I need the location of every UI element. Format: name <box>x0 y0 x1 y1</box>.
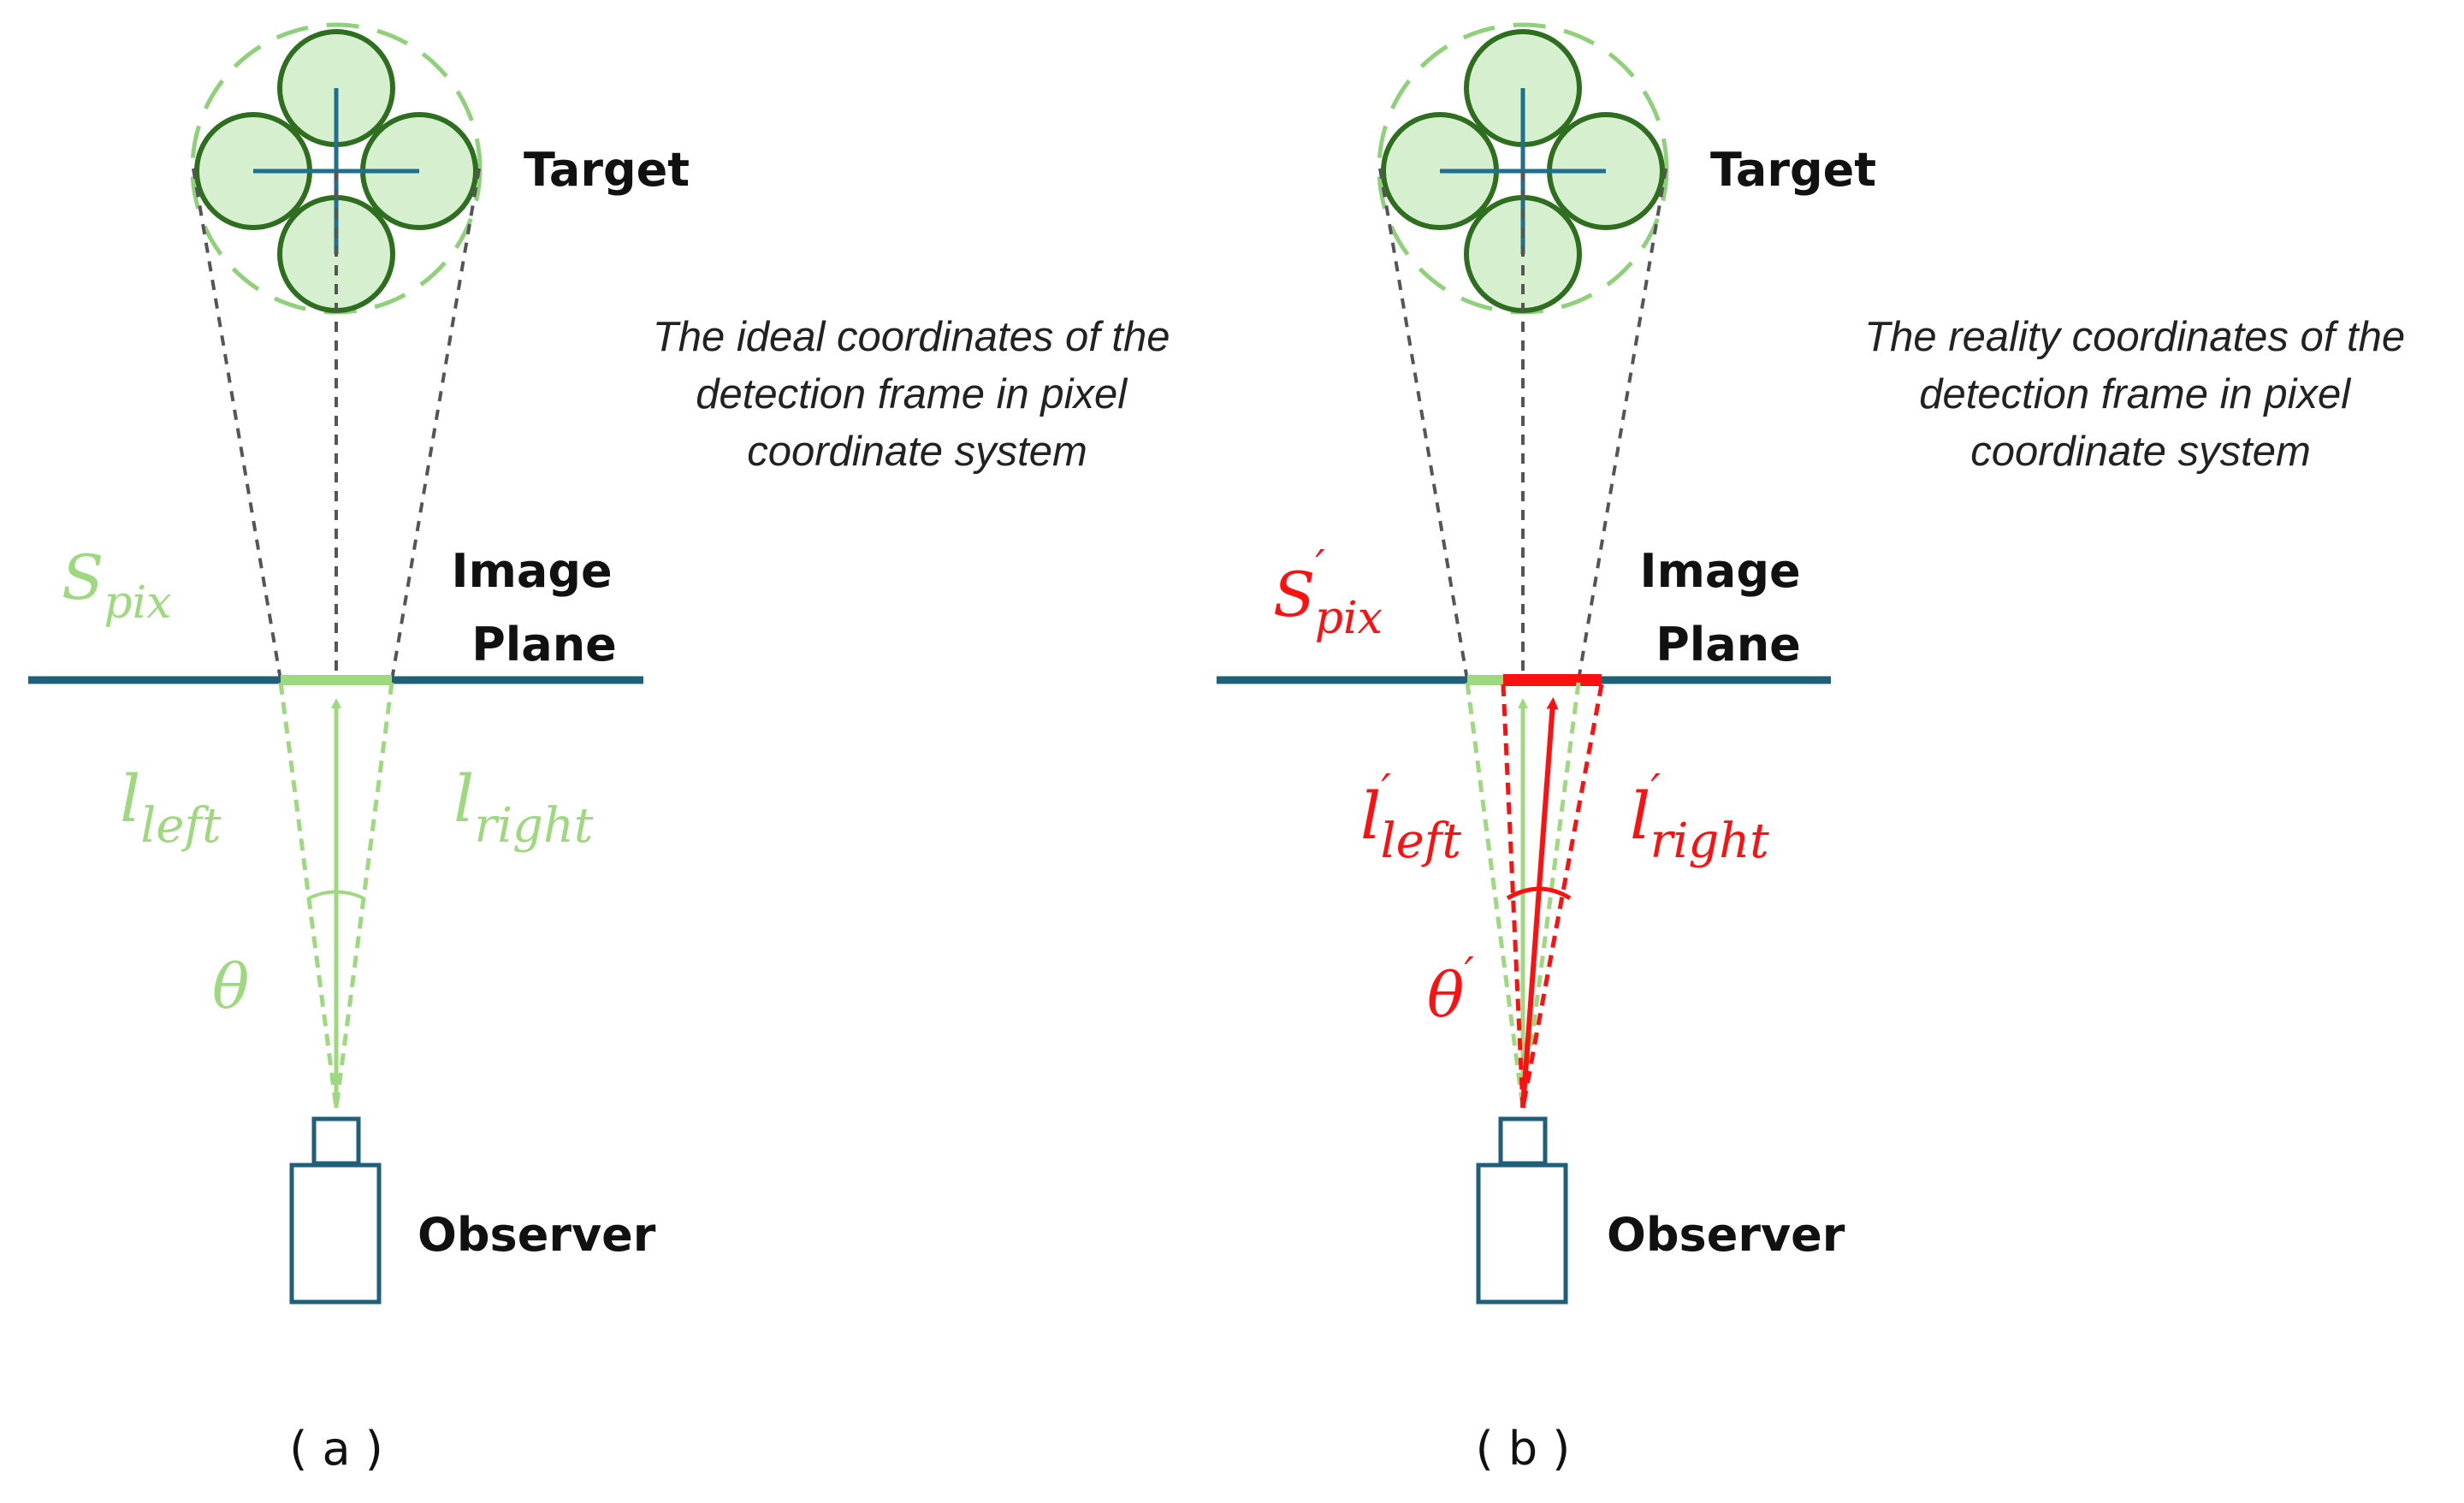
l-left-base: l <box>1360 778 1381 854</box>
l-right-prime: ′ <box>1650 765 1661 814</box>
l-left-sub: left <box>1381 814 1462 869</box>
panel-label: ( b ) <box>1476 1422 1571 1476</box>
l-right-base: l <box>453 760 474 837</box>
l-left-label: lleft <box>120 760 222 854</box>
camera-lens <box>1498 1116 1548 1166</box>
l-right-label: l′right <box>1630 765 1769 869</box>
camera-icon <box>1476 1116 1568 1305</box>
plane-label: Image Plane <box>452 544 629 672</box>
theta-label: θ <box>212 950 249 1022</box>
plane-label-line-1: Image <box>452 544 613 598</box>
observer-label: Observer <box>1607 1208 1845 1262</box>
caption: The reality coordinates of the detection… <box>1864 314 2417 475</box>
plane-label: Image Plane <box>1640 544 1817 672</box>
theta-base: θ <box>1427 959 1464 1031</box>
l-left-base: l <box>120 760 140 837</box>
s-pix-sub: pix <box>104 577 171 629</box>
theta-prime: ′ <box>1464 948 1474 997</box>
s-pix-label: S′pix <box>1273 541 1383 644</box>
s-pix-prime: ′ <box>1315 541 1325 590</box>
ray-center-reality-arrow <box>1520 697 1559 1109</box>
plane-label-line-1: Image <box>1640 544 1801 598</box>
panel-a: Target The ideal coordinates of the dete… <box>28 22 1182 1476</box>
plane-label-line-2: Plane <box>1656 618 1801 672</box>
ray-right-reality <box>1520 683 1604 1109</box>
target-label: Target <box>524 143 690 197</box>
ray-left-reality <box>1501 683 1525 1109</box>
guide-left <box>192 168 282 681</box>
ray-right-ideal <box>1520 682 1581 1109</box>
camera-body <box>1476 1163 1568 1305</box>
l-left-sub: left <box>140 798 222 854</box>
guide-left <box>1378 168 1469 681</box>
l-right-base: l <box>1630 778 1650 854</box>
ray-left-ideal <box>1465 682 1525 1109</box>
camera-icon <box>289 1116 382 1305</box>
panel-label: ( a ) <box>289 1422 383 1476</box>
l-right-sub: right <box>474 798 594 854</box>
l-left-label: l′left <box>1360 765 1461 869</box>
panel-b: Target The reality coordinates of the de… <box>1217 22 2417 1476</box>
s-pix-base: S <box>62 541 104 613</box>
theta-label: θ′ <box>1427 948 1474 1031</box>
camera-body <box>289 1163 382 1305</box>
l-right-sub: right <box>1650 814 1770 869</box>
ray-right <box>334 682 394 1109</box>
observer-label: Observer <box>418 1208 656 1262</box>
caption-line-1: The reality coordinates of the <box>1864 314 2405 360</box>
camera-lens <box>311 1116 361 1166</box>
target-label: Target <box>1710 143 1876 197</box>
caption-line-2: detection frame in pixel <box>1919 371 2351 417</box>
caption: The ideal coordinates of the detection f… <box>653 314 1182 475</box>
guide-right <box>390 168 481 681</box>
caption-line-3: coordinate system <box>1970 429 2311 475</box>
theta-arc <box>1506 886 1572 901</box>
l-right-label: lright <box>453 760 594 854</box>
s-pix-sub: pix <box>1315 593 1383 644</box>
caption-line-2: detection frame in pixel <box>696 371 1128 417</box>
s-pix-base: S <box>1273 559 1315 630</box>
ray-left <box>278 682 339 1109</box>
l-left-prime: ′ <box>1381 765 1391 814</box>
s-pix-label: Spix <box>62 541 172 629</box>
plane-label-line-2: Plane <box>471 618 617 672</box>
theta-arc <box>308 890 364 900</box>
guide-right <box>1577 168 1667 681</box>
caption-line-1: The ideal coordinates of the <box>653 314 1170 360</box>
caption-line-3: coordinate system <box>747 429 1087 475</box>
